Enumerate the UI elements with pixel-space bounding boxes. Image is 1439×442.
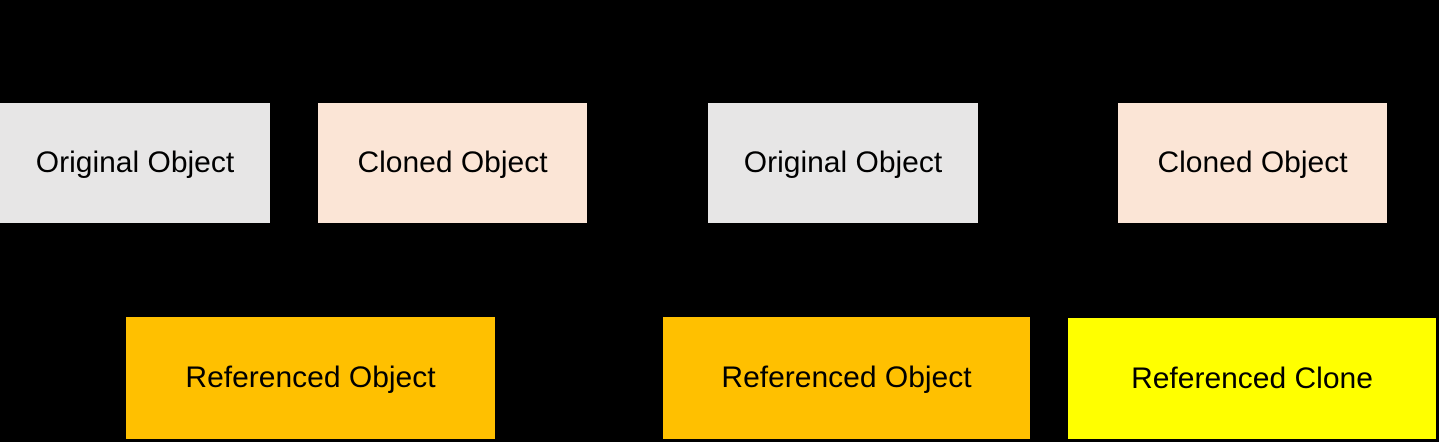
- referenced-object-box-left: Referenced Object: [126, 317, 495, 439]
- cloned-object-box-right: Cloned Object: [1118, 103, 1387, 223]
- original-object-box-left: Original Object: [0, 103, 270, 223]
- cloned-object-box-left: Cloned Object: [318, 103, 587, 223]
- referenced-object-box-right: Cloned Object Referenced Object: [663, 317, 1030, 439]
- cloned-object-label-left: Cloned Object: [357, 146, 548, 179]
- referenced-clone-label: Referenced Clone: [1131, 361, 1373, 395]
- original-object-label-right: Original Object: [743, 146, 943, 179]
- original-object-label-left: Original Object: [35, 146, 235, 179]
- cloned-object-label-right: Cloned Object: [1157, 146, 1348, 179]
- referenced-object-label-left: Referenced Object: [185, 361, 436, 394]
- referenced-clone-box: Referenced Clone: [1068, 318, 1436, 439]
- original-object-box-right: Original Object: [708, 103, 978, 223]
- referenced-object-label-right-text: Referenced Object: [721, 361, 972, 394]
